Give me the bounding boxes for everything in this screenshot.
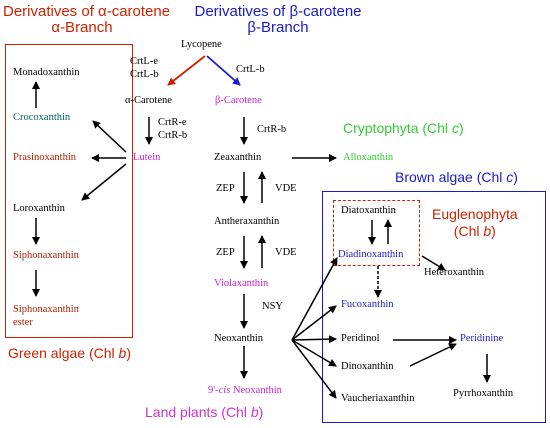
green-algae-box — [5, 44, 133, 338]
arrow-diadino-heteroxanthin — [421, 255, 446, 271]
compound-diatoxanthin: Diatoxanthin — [341, 205, 396, 216]
compound-neoxanthin: Neoxanthin — [214, 333, 263, 344]
beta-header: Derivatives of β-carotene β-Branch — [178, 4, 378, 36]
cis-neoxanthin-italic: cis — [218, 385, 231, 396]
brown-algae-box — [322, 191, 546, 423]
enzyme-crtl-b-right: CrtL-b — [236, 64, 265, 75]
arrow-lutein-loroxanthin — [81, 163, 127, 201]
compound-heteroxanthin: Heteroxanthin — [424, 267, 485, 278]
brown-algae-italic: c — [506, 169, 514, 185]
enzyme-crtr-e: CrtR-e — [158, 117, 187, 128]
enzyme-crtl-e: CrtL-e — [130, 56, 158, 67]
land-plants-suffix: ) — [258, 404, 264, 420]
compound-siphonaxanthin: Siphonaxanthin — [13, 250, 79, 261]
land-plants-prefix: Land plants (Chl — [145, 404, 251, 420]
euglenophyta-line1: Euglenophyta — [432, 206, 518, 222]
cryptophyta-prefix: Cryptophyta (Chl — [343, 120, 452, 136]
arrow-dinoxanthin-peridinine — [409, 343, 457, 367]
compound-dinoxanthin: Dinoxanthin — [341, 361, 394, 372]
euglenophyta-line2-suffix: ) — [491, 222, 496, 239]
compound-vaucheriaxanthin: Vaucheriaxanthin — [341, 393, 415, 404]
land-plants-italic: b — [250, 404, 259, 420]
green-algae-suffix: ) — [126, 345, 131, 361]
alpha-header-line2: α-Branch — [51, 18, 113, 36]
compound-crocoxanthin: Crocoxanthin — [13, 112, 71, 123]
group-land-plants: Land plants (Chl b) — [145, 405, 263, 419]
alpha-header-line1: Derivatives of α-carotene — [3, 3, 171, 20]
compound-pyrrhoxanthin: Pyrrhoxanthin — [453, 388, 514, 399]
arrow-neo-vaucheriaxanthin — [291, 339, 337, 399]
beta-header-line1: Derivatives of β-carotene — [194, 3, 362, 20]
arrow-lycopene-beta — [206, 55, 241, 86]
compound-peridinol: Peridinol — [341, 333, 380, 344]
compound-prasinoxanthin: Prasinoxanthin — [13, 152, 76, 163]
enzyme-zep1: ZEP — [216, 183, 235, 194]
arrow-lutein-crocoxanthin — [92, 120, 127, 153]
diadinoxanthin-dashed-box — [333, 200, 420, 266]
enzyme-crtl-b-left: CrtL-b — [130, 69, 159, 80]
arrow-neo-fucoxanthin — [291, 305, 337, 341]
compound-antheraxanthin: Antheraxanthin — [214, 216, 280, 227]
compound-zeaxanthin: Zeaxanthin — [214, 152, 262, 163]
enzyme-vde1: VDE — [275, 183, 297, 194]
compound-cis-neoxanthin: 9'-cis Neoxanthin — [208, 385, 282, 397]
green-algae-italic: b — [118, 345, 127, 361]
enzyme-vde2: VDE — [275, 247, 297, 258]
compound-violaxanthin: Violaxanthin — [214, 278, 269, 289]
arrow-neo-diadinoxanthin — [291, 257, 338, 341]
siphonaxanthin-ester-line2: ester — [13, 317, 33, 329]
euglenophyta-line2: (Chl b) — [432, 223, 518, 240]
alpha-header: Derivatives of α-carotene α-Branch — [3, 3, 171, 36]
brown-algae-prefix: Brown algae (Chl — [395, 169, 507, 185]
compound-diadinoxanthin: Diadinoxanthin — [338, 249, 404, 260]
enzyme-nsy: NSY — [262, 301, 284, 312]
group-brown-algae: Brown algae (Chl c) — [395, 170, 518, 184]
group-cryptophyta: Cryptophyta (Chl c) — [343, 121, 464, 135]
group-green-algae: Green algae (Chl b) — [8, 346, 131, 360]
cryptophyta-suffix: ) — [458, 120, 464, 136]
compound-lutein: Lutein — [133, 152, 161, 163]
cryptophyta-italic: c — [451, 120, 459, 136]
compound-peridinine: Peridinine — [460, 333, 504, 344]
compound-alpha-carotene: α-Carotene — [125, 95, 172, 106]
euglenophyta-line2-italic: b — [483, 222, 492, 239]
enzyme-crtr-b-left: CrtR-b — [158, 130, 188, 141]
beta-header-line2: β-Branch — [247, 18, 309, 36]
compound-fucoxanthin: Fucoxanthin — [341, 299, 394, 310]
compound-alloxanthin: Alloxanthin — [343, 152, 394, 163]
cis-neoxanthin-prefix: 9'- — [208, 385, 219, 396]
compound-beta-carotene: β-Carotene — [215, 95, 262, 106]
compound-monadoxanthin: Monadoxanthin — [13, 67, 80, 78]
compound-loroxanthin: Loroxanthin — [13, 203, 65, 214]
brown-algae-suffix: ) — [513, 169, 518, 185]
cis-neoxanthin-suffix: Neoxanthin — [230, 385, 282, 396]
green-algae-prefix: Green algae (Chl — [8, 345, 119, 361]
arrow-lycopene-alpha — [167, 55, 206, 86]
euglenophyta-line2-prefix: (Chl — [453, 222, 484, 239]
enzyme-zep2: ZEP — [216, 247, 235, 258]
compound-siphonaxanthin-ester: Siphonaxanthin ester — [13, 303, 79, 329]
enzyme-crtr-b-right: CrtR-b — [257, 124, 287, 135]
siphonaxanthin-ester-line1: Siphonaxanthin — [13, 304, 79, 315]
compound-lycopene: Lycopene — [181, 39, 222, 50]
arrow-neo-dinoxanthin — [291, 339, 337, 367]
group-euglenophyta: Euglenophyta (Chl b) — [432, 206, 518, 240]
arrow-neo-peridinol — [291, 335, 337, 344]
